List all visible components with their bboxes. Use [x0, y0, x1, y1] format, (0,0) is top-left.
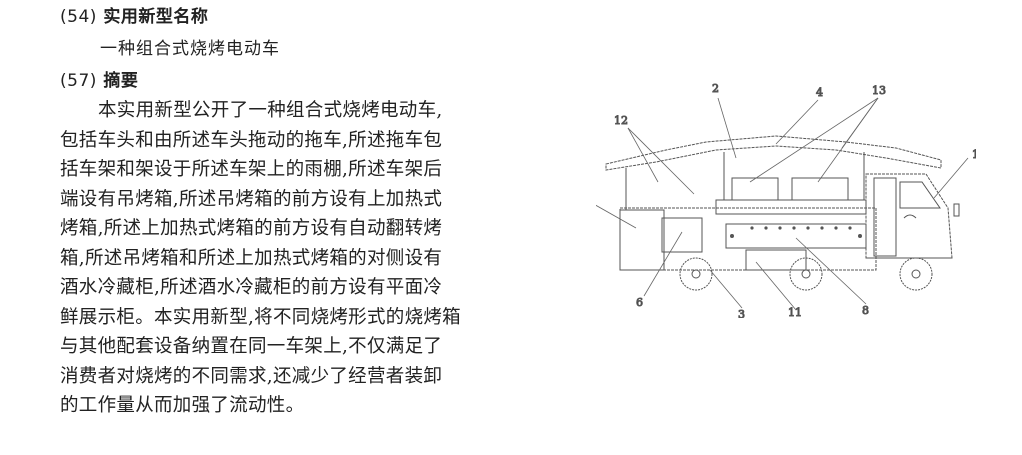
section-54-heading: (54) 实用新型名称	[60, 2, 208, 27]
abstract-line: 烤箱,所述上加热式烤箱的前方设有自动翻转烤	[60, 218, 443, 239]
abstract-line: 鲜展示柜。本实用新型,将不同烧烤形式的烧烤箱	[60, 306, 461, 328]
abstract-line: 括车架和架设于所述车架上的雨棚,所述车架后	[60, 159, 443, 180]
abstract-text: 本实用新型公开了一种组合式烧烤电动车, 包括车头和由所述车头拖动的拖车,所述拖车…	[60, 96, 530, 421]
cab-door	[873, 177, 897, 257]
oven-window	[715, 199, 867, 215]
abstract-line: 本实用新型公开了一种组合式烧烤电动车,	[98, 100, 443, 121]
label-6: 6	[636, 296, 643, 309]
canopy-roof	[605, 135, 942, 171]
cabinet	[745, 249, 807, 271]
label-2: 2	[712, 82, 719, 95]
wheel	[899, 257, 933, 291]
label-13: 13	[872, 84, 886, 97]
abstract-line: 的工作量从而加强了流动性。	[60, 395, 305, 416]
oven-window	[731, 177, 779, 201]
cab-window	[899, 181, 941, 209]
side-door	[661, 217, 703, 253]
label-3: 3	[738, 308, 745, 318]
abstract-line: 包括车头和由所述车头拖动的拖车,所述拖车包	[60, 129, 443, 151]
section-57-code: (57)	[60, 71, 97, 91]
wheel	[789, 257, 823, 291]
flip-oven-dots	[730, 226, 862, 238]
label-12: 12	[614, 114, 628, 127]
truck-cab	[865, 173, 953, 259]
section-57-heading: (57) 摘要	[60, 66, 138, 91]
hanging-oven	[619, 209, 665, 271]
section-57-label: 摘要	[103, 71, 139, 91]
oven-window	[791, 177, 849, 201]
trailer-frame	[619, 207, 877, 271]
label-11: 11	[788, 306, 802, 318]
flip-oven	[725, 223, 867, 249]
abstract-line: 端设有吊烤箱,所述吊烤箱的前方设有上加热式	[60, 188, 443, 210]
patent-drawing: 1 2 3 4 5 6 8 11 12 13	[596, 78, 976, 318]
bbq-truck-drawing: 1 2 3 4 5 6 8 11 12 13	[596, 82, 976, 318]
section-54-code: (54)	[60, 7, 97, 27]
label-1: 1	[972, 148, 976, 161]
label-4: 4	[816, 86, 823, 99]
mirror	[953, 203, 960, 217]
wheel	[679, 257, 713, 291]
abstract-line: 酒水冷藏柜,所述酒水冷藏柜的前方设有平面冷	[60, 277, 443, 298]
label-8: 8	[862, 304, 869, 317]
utility-model-title: 一种组合式烧烤电动车	[100, 39, 280, 59]
section-54-label: 实用新型名称	[103, 7, 209, 27]
leader-lines	[596, 97, 969, 311]
cab-handle	[903, 214, 917, 219]
abstract-line: 消费者对烧烤的不同需求,还减少了经营者装卸	[60, 365, 443, 387]
abstract-line: 箱,所述吊烤箱和所述上加热式烤箱的对侧设有	[60, 247, 443, 269]
abstract-line: 与其他配套设备纳置在同一车架上,不仅满足了	[60, 336, 443, 357]
